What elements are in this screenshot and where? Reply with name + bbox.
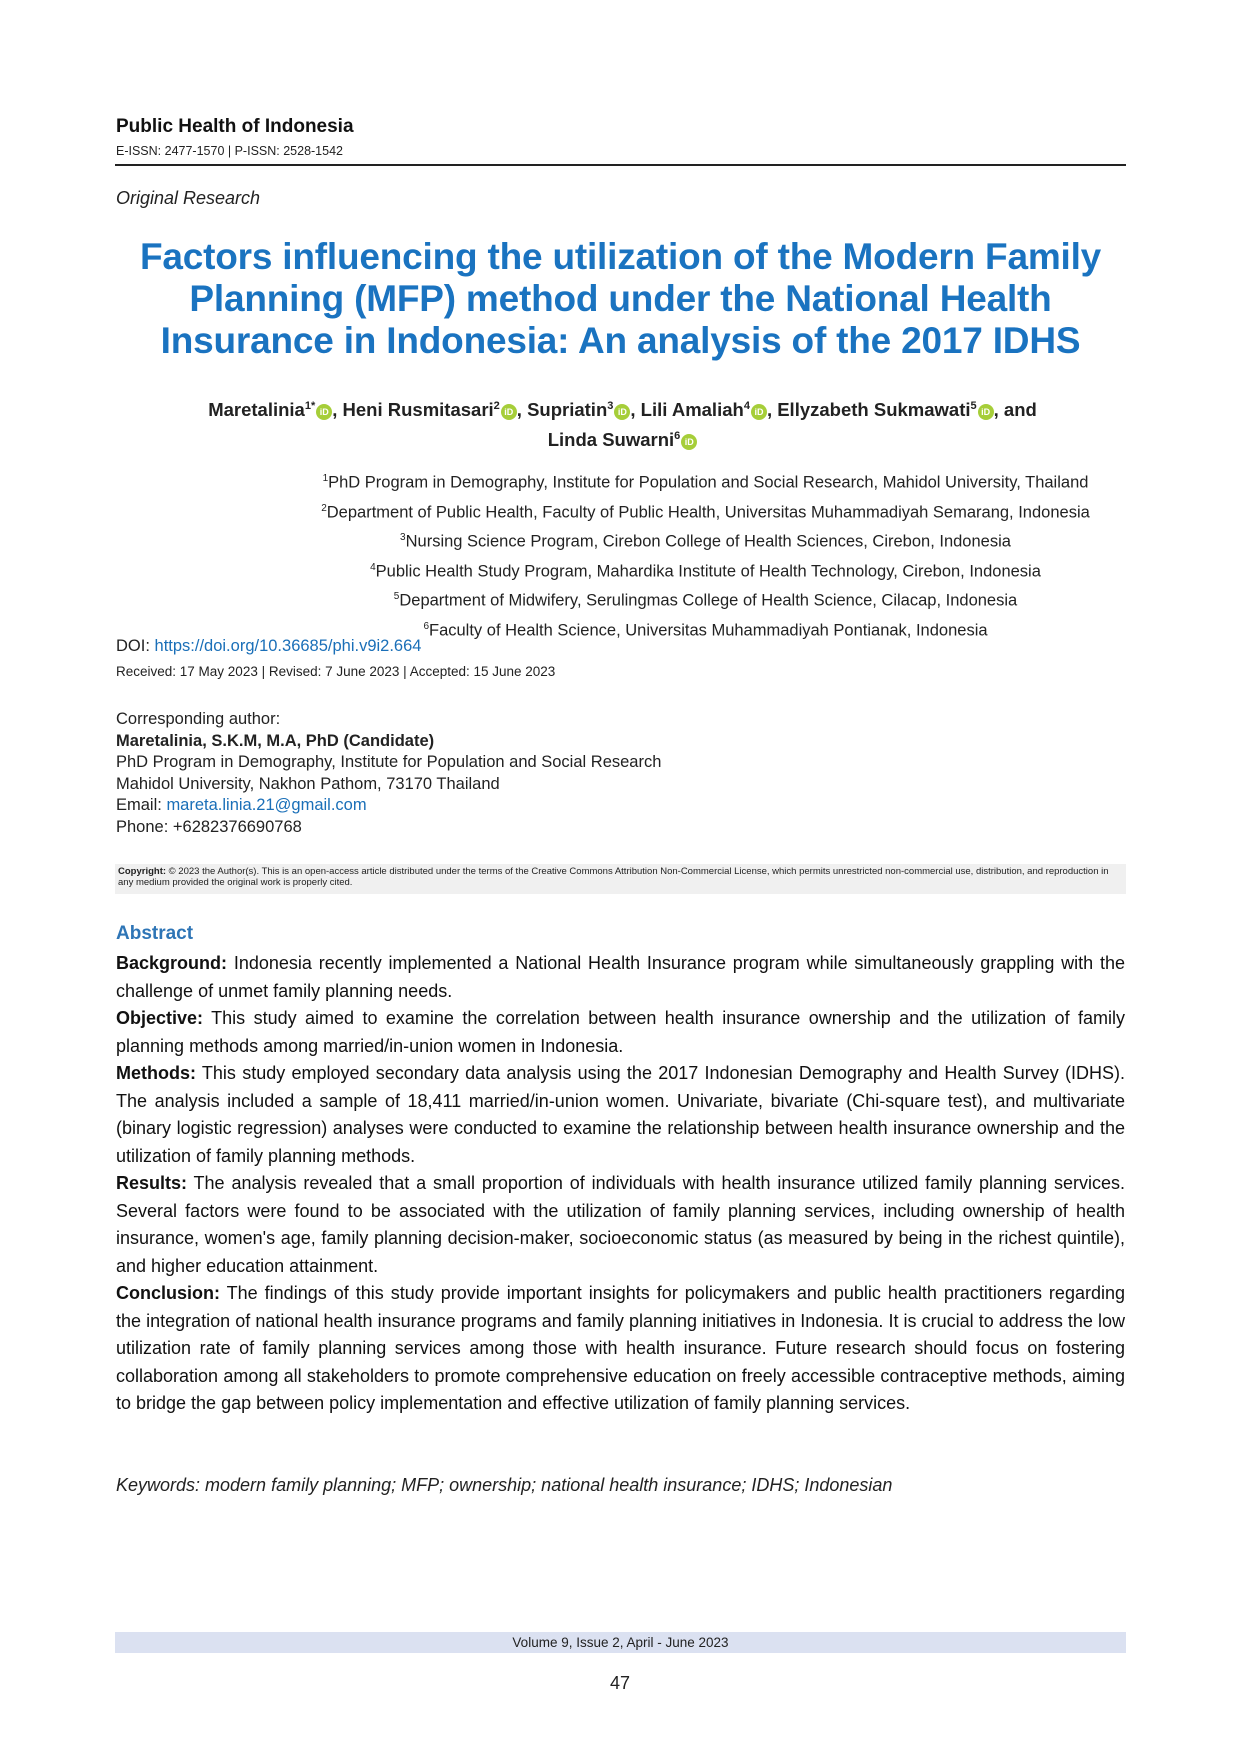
copyright-notice: Copyright: © 2023 the Author(s). This is… <box>115 864 1126 894</box>
author-separator: , <box>516 399 528 421</box>
orcid-icon[interactable]: iD <box>750 404 767 421</box>
email-label: Email: <box>116 796 167 814</box>
corresponding-phone: Phone: +6282376690768 <box>116 817 302 836</box>
abstract-conclusion: Conclusion: The findings of this study p… <box>116 1280 1125 1418</box>
corresponding-name: Maretalinia, S.K.M, M.A, PhD (Candidate) <box>116 731 435 750</box>
affiliation-item: 2Department of Public Health, Faculty of… <box>115 496 1126 526</box>
footer-volume-bar: Volume 9, Issue 2, April - June 2023 <box>115 1632 1126 1653</box>
abstract-methods: Methods: This study employed secondary d… <box>116 1060 1125 1170</box>
author-name: Lili Amaliah <box>640 399 744 421</box>
orcid-icon[interactable]: iD <box>977 404 994 421</box>
orcid-icon[interactable]: iD <box>316 404 333 421</box>
copyright-label: Copyright: <box>118 866 167 877</box>
doi-label: DOI: <box>116 637 155 655</box>
affiliation-text: PhD Program in Demography, Institute for… <box>328 473 1089 492</box>
doi-link[interactable]: https://doi.org/10.36685/phi.v9i2.664 <box>154 637 422 655</box>
keywords: Keywords: modern family planning; MFP; o… <box>116 1475 893 1495</box>
abstract-body: Background: Indonesia recently implement… <box>116 950 1125 1418</box>
affiliation-item: 3Nursing Science Program, Cirebon Colleg… <box>115 525 1126 555</box>
email-link[interactable]: mareta.linia.21@gmail.com <box>166 796 367 814</box>
author-affil-sup: 3 <box>607 400 614 412</box>
author-affil-sup: 2 <box>493 400 500 412</box>
author-name: Maretalinia <box>208 399 305 421</box>
section-text: The findings of this study provide impor… <box>116 1283 1125 1413</box>
section-label: Background: <box>116 953 228 973</box>
affiliation-item: 6Faculty of Health Science, Universitas … <box>115 614 1126 644</box>
title-line-3: Insurance in Indonesia: An analysis of t… <box>160 320 1081 361</box>
author-line-2: Linda Suwarni6iD <box>140 423 1105 453</box>
section-label: Objective: <box>116 1008 204 1028</box>
corresponding-label: Corresponding author: <box>116 710 281 728</box>
section-text: This study employed secondary data analy… <box>116 1063 1125 1166</box>
section-text: Indonesia recently implemented a Nationa… <box>116 953 1125 1001</box>
orcid-icon[interactable]: iD <box>614 404 631 421</box>
article-type: Original Research <box>116 188 261 208</box>
section-label: Conclusion: <box>116 1283 220 1303</box>
author-name: Heni Rusmitasari <box>342 399 494 421</box>
orcid-icon[interactable]: iD <box>500 404 517 421</box>
title-line-1: Factors influencing the utilization of t… <box>139 236 1102 277</box>
abstract-objective: Objective: This study aimed to examine t… <box>116 1005 1125 1060</box>
section-label: Results: <box>116 1173 188 1193</box>
affiliation-item: 4Public Health Study Program, Mahardika … <box>115 555 1126 585</box>
affiliation-num: 5 <box>393 591 400 602</box>
page-number: 47 <box>609 1673 631 1693</box>
affiliation-item: 1PhD Program in Demography, Institute fo… <box>115 466 1126 496</box>
affiliation-num: 1 <box>322 473 329 484</box>
author-separator: , <box>630 399 641 421</box>
author-affil-sup: 4 <box>743 400 750 412</box>
author-separator: , <box>332 399 343 421</box>
section-label: Methods: <box>116 1063 196 1083</box>
affiliation-num: 6 <box>423 620 429 632</box>
affiliation-num: 2 <box>321 502 327 514</box>
corresponding-author: Corresponding author: Maretalinia, S.K.M… <box>116 709 661 838</box>
title-line-2: Planning (MFP) method under the National… <box>189 278 1052 319</box>
paper-title: Factors influencing the utilization of t… <box>115 236 1126 362</box>
affiliation-text: Department of Midwifery, Serulingmas Col… <box>399 591 1018 610</box>
affiliation-text: Nursing Science Program, Cirebon College… <box>405 532 1011 551</box>
author-separator: , and <box>993 399 1037 421</box>
section-text: This study aimed to examine the correlat… <box>116 1008 1125 1056</box>
author-affil-sup: 5 <box>970 400 977 412</box>
author-separator: , <box>766 399 778 421</box>
abstract-heading: Abstract <box>116 923 194 944</box>
journal-title: Public Health of Indonesia <box>116 116 354 137</box>
author-name: Supriatin <box>527 399 608 421</box>
affiliation-text: Faculty of Health Science, Universitas M… <box>429 621 988 639</box>
author-affil-sup: 1* <box>304 400 316 412</box>
copyright-text: © 2023 the Author(s). This is an open-ac… <box>118 866 1109 888</box>
author-affil-sup: 6 <box>674 430 681 443</box>
affiliation-num: 3 <box>400 532 406 543</box>
orcid-icon[interactable]: iD <box>681 434 698 451</box>
abstract-results: Results: The analysis revealed that a sm… <box>116 1170 1125 1280</box>
affiliation-text: Public Health Study Program, Mahardika I… <box>375 562 1041 580</box>
author-name: Linda Suwarni <box>547 429 675 451</box>
issn-line: E-ISSN: 2477-1570 | P-ISSN: 2528-1542 <box>116 144 343 158</box>
doi-line: DOI: https://doi.org/10.36685/phi.v9i2.6… <box>116 637 421 656</box>
abstract-background: Background: Indonesia recently implement… <box>116 950 1125 1005</box>
section-text: The analysis revealed that a small propo… <box>116 1173 1125 1276</box>
corresponding-email-line: Email: mareta.linia.21@gmail.com <box>116 795 661 817</box>
affiliation-num: 4 <box>370 561 376 573</box>
author-list: Maretalinia1*iD, Heni Rusmitasari2iD, Su… <box>140 393 1105 453</box>
author-name: Ellyzabeth Sukmawati <box>777 399 971 421</box>
author-line-1: Maretalinia1*iD, Heni Rusmitasari2iD, Su… <box>140 393 1105 423</box>
corresponding-address-2: Mahidol University, Nakhon Pathom, 73170… <box>116 774 500 793</box>
publication-dates: Received: 17 May 2023 | Revised: 7 June … <box>116 664 556 679</box>
affiliation-text: Department of Public Health, Faculty of … <box>326 503 1090 521</box>
header-divider <box>115 164 1126 166</box>
affiliation-item: 5Department of Midwifery, Serulingmas Co… <box>115 584 1126 614</box>
corresponding-address-1: PhD Program in Demography, Institute for… <box>116 753 662 771</box>
affiliations: 1PhD Program in Demography, Institute fo… <box>115 466 1126 643</box>
